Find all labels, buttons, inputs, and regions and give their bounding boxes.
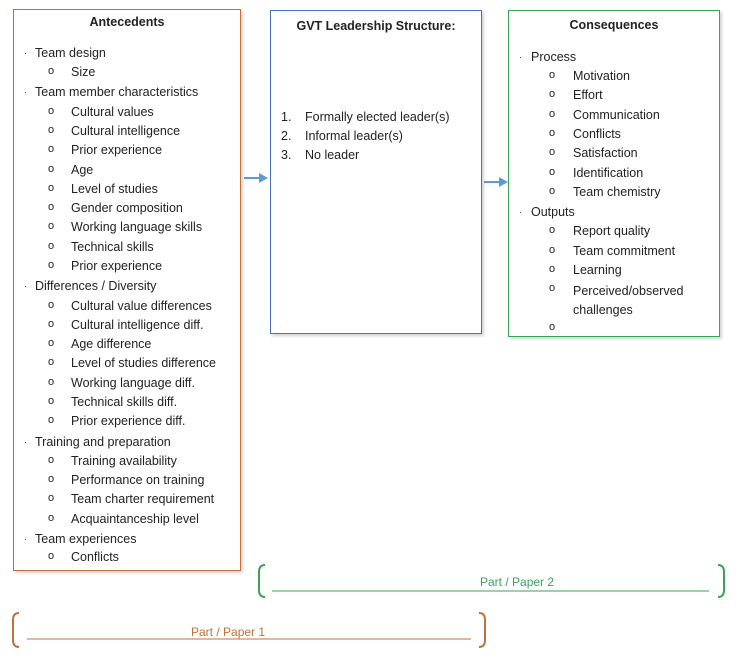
antecedent-item: Age difference [71,337,152,351]
bullet-circle: o [48,143,55,155]
structure-item: Formally elected leader(s) [305,110,450,124]
antecedent-item: Cultural value differences [71,299,212,313]
antecedent-item: Cultural values [71,105,154,119]
bullet-circle: o [549,224,556,236]
antecedents-box: Antecedents · Team design o Size · Team … [13,9,241,571]
consequence-group-label: Process [531,50,577,64]
consequence-item: Motivation [573,69,630,83]
bullet-circle: o [549,321,556,333]
antecedent-group-label: Team experiences [35,532,137,546]
bullet-circle: o [48,240,55,252]
consequence-item: Conflicts [573,127,621,141]
bullet-circle: o [549,88,556,100]
bullet-circle: o [48,299,55,311]
antecedent-item: Prior experience [71,259,163,273]
bullet-dot: · [519,207,522,217]
consequence-group-label: Outputs [531,205,575,219]
antecedent-item: Size [71,65,96,79]
bullet-circle: o [549,69,556,81]
antecedent-item: Conflicts [71,550,119,564]
bullet-circle: o [549,146,556,158]
antecedent-item: Technical skills [71,240,154,254]
structure-item-number: 1. [281,110,292,124]
bullet-circle: o [549,282,556,294]
antecedent-item: Gender composition [71,201,183,215]
antecedent-item: Prior experience diff. [71,414,186,428]
bullet-circle: o [48,220,55,232]
consequence-item: Identification [573,166,644,180]
antecedent-group-label: Training and preparation [35,435,171,449]
consequence-item: Learning [573,263,622,277]
consequence-item: Satisfaction [573,146,638,160]
bullet-circle: o [48,414,55,426]
part-2-label: Part / Paper 2 [480,575,555,589]
bullet-circle: o [48,356,55,368]
part-1-label: Part / Paper 1 [191,625,266,639]
consequence-item: Report quality [573,224,651,238]
arrow-antecedents-to-structure [244,173,268,183]
bullet-circle: o [549,108,556,120]
consequence-item: Effort [573,88,603,102]
antecedent-item: Performance on training [71,473,205,487]
structure-item: Informal leader(s) [305,129,403,143]
antecedent-item: Working language diff. [71,376,195,390]
structure-item: No leader [305,148,360,162]
leadership-structure-box: GVT Leadership Structure: 1. Formally el… [270,10,482,334]
antecedent-item: Acquaintanceship level [71,512,199,526]
antecedent-item: Level of studies [71,182,158,196]
consequence-item: Team chemistry [573,185,661,199]
antecedent-item: Age [71,163,94,177]
antecedent-group-label: Team design [35,46,106,60]
bullet-circle: o [48,337,55,349]
antecedent-item: Working language skills [71,220,203,234]
bullet-circle: o [48,376,55,388]
antecedent-item: Technical skills diff. [71,395,178,409]
bullet-circle: o [48,124,55,136]
bullet-dot: · [24,281,27,291]
bullet-circle: o [549,185,556,197]
bullet-circle: o [48,65,55,77]
bullet-dot: · [24,437,27,447]
bullet-circle: o [48,395,55,407]
bullet-circle: o [48,259,55,271]
antecedent-item: Team charter requirement [71,492,215,506]
bullet-circle: o [549,244,556,256]
structure-item-number: 2. [281,129,292,143]
arrow-structure-to-consequences [484,177,508,187]
bullet-circle: o [48,473,55,485]
consequences-box: Consequences · Process o Motivation o Ef… [508,10,720,337]
antecedent-group-label: Team member characteristics [35,85,199,99]
bullet-circle: o [48,492,55,504]
antecedent-item: Cultural intelligence diff. [71,318,204,332]
bullet-dot: · [519,52,522,62]
structure-item-number: 3. [281,148,292,162]
bullet-circle: o [549,263,556,275]
part-2-bracket [258,564,725,598]
bullet-circle: o [48,454,55,466]
bullet-circle: o [48,318,55,330]
antecedents-title: Antecedents [89,15,165,29]
antecedent-item: Cultural intelligence [71,124,181,138]
bullet-circle: o [48,163,55,175]
bullet-circle: o [48,105,55,117]
antecedent-item: Prior experience [71,143,163,157]
antecedent-group-label: Differences / Diversity [35,279,157,293]
bullet-dot: · [24,87,27,97]
bullet-circle: o [48,550,55,562]
part-1-bracket [12,612,486,648]
bullet-dot: · [24,48,27,58]
bullet-circle: o [48,201,55,213]
antecedent-item: Level of studies difference [71,356,217,370]
consequences-title: Consequences [569,18,659,32]
bullet-circle: o [549,166,556,178]
bullet-circle: o [549,127,556,139]
leadership-structure-title: GVT Leadership Structure: [296,19,456,33]
consequence-item: Communication [573,108,660,122]
consequence-item: Team commitment [573,244,676,258]
antecedent-item: Training availability [71,454,177,468]
bullet-circle: o [48,182,55,194]
consequence-item: Perceived/observed challenges [573,284,684,317]
bullet-circle: o [48,512,55,524]
bullet-dot: · [24,534,27,544]
